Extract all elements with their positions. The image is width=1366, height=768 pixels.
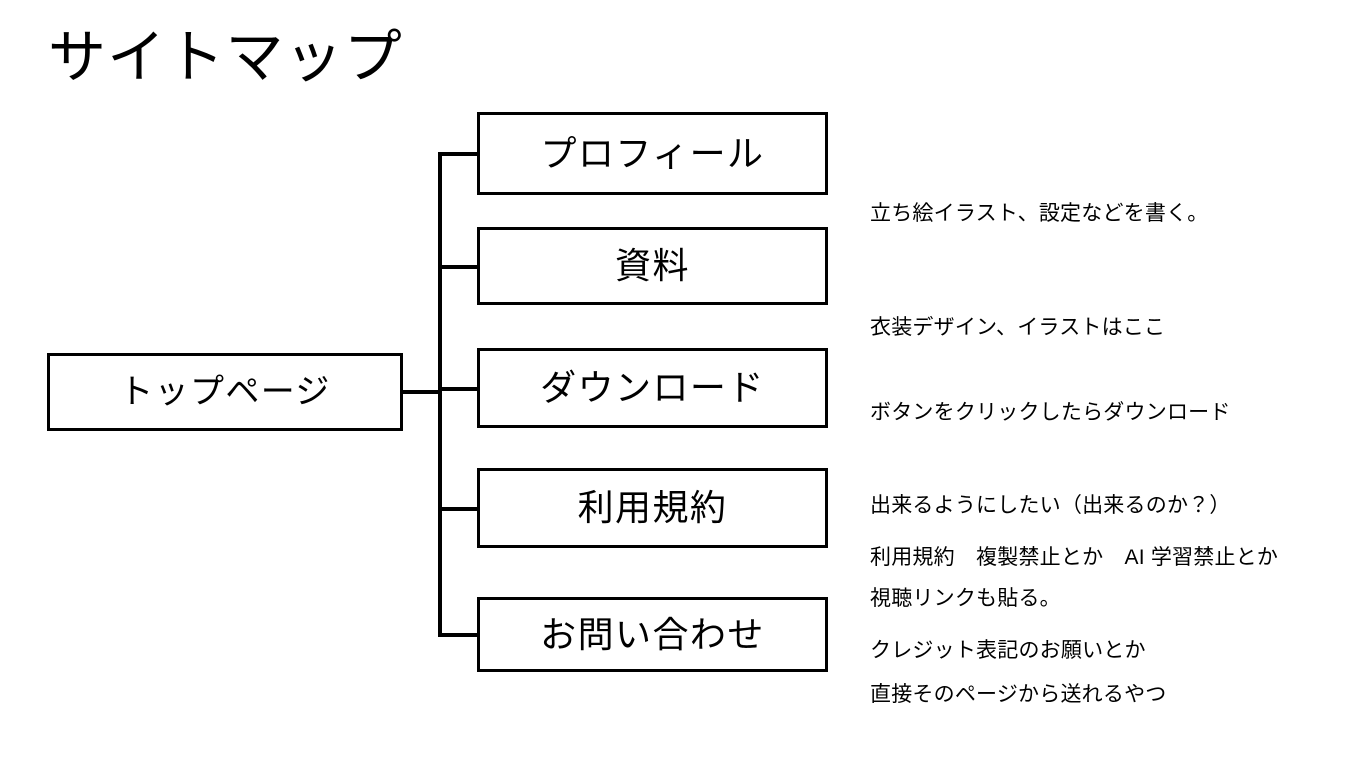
connector-stub-root — [400, 390, 442, 394]
connector-stub-contact — [438, 633, 480, 637]
annotation-line: 視聴リンクも貼る。 — [870, 587, 1061, 610]
annotation-line: 立ち絵イラスト、設定などを書く。 — [870, 202, 1209, 225]
node-box-profile[interactable]: プロフィール — [477, 112, 828, 195]
annotation-line: ボタンをクリックしたらダウンロード — [870, 401, 1231, 424]
node-label-top-page: トップページ — [119, 373, 331, 411]
annotation-line: 利用規約 複製禁止とか AI 学習禁止とか — [870, 546, 1279, 569]
node-label-materials: 資料 — [615, 245, 690, 286]
node-box-terms[interactable]: 利用規約 — [477, 468, 828, 548]
node-box-contact[interactable]: お問い合わせ — [477, 597, 828, 672]
node-label-contact: お問い合わせ — [540, 613, 765, 655]
node-label-terms: 利用規約 — [577, 487, 728, 528]
annotation-line: 衣装デザイン、イラストはここ — [870, 316, 1166, 339]
page-title: サイトマップ — [48, 25, 403, 90]
annotation-terms: 利用規約 複製禁止とか AI 学習禁止とか クレジット表記のお願いとか — [870, 480, 1278, 728]
node-box-download[interactable]: ダウンロード — [477, 348, 828, 428]
annotation-contact: 直接そのページから送れるやつ — [870, 617, 1167, 768]
annotation-line: 出来るようにしたい（出来るのか？） — [870, 494, 1231, 517]
connector-stub-download — [438, 387, 480, 391]
connector-stub-materials — [438, 265, 480, 269]
connector-stub-terms — [438, 507, 480, 511]
node-box-top-page[interactable]: トップページ — [47, 353, 403, 431]
annotation-profile: 立ち絵イラスト、設定などを書く。 — [870, 136, 1209, 291]
node-box-materials[interactable]: 資料 — [477, 227, 828, 305]
annotation-line: 直接そのページから送れるやつ — [870, 683, 1167, 706]
connector-stub-profile — [438, 152, 480, 156]
node-label-download: ダウンロード — [540, 367, 765, 408]
annotation-line: クレジット表記のお願いとか — [870, 639, 1146, 662]
node-label-profile: プロフィール — [540, 132, 765, 174]
annotation-materials: 衣装デザイン、イラストはここ — [870, 250, 1165, 405]
annotation-download: ボタンをクリックしたらダウンロード 出来るようにしたい（出来るのか？） 視聴リン… — [870, 335, 1231, 676]
